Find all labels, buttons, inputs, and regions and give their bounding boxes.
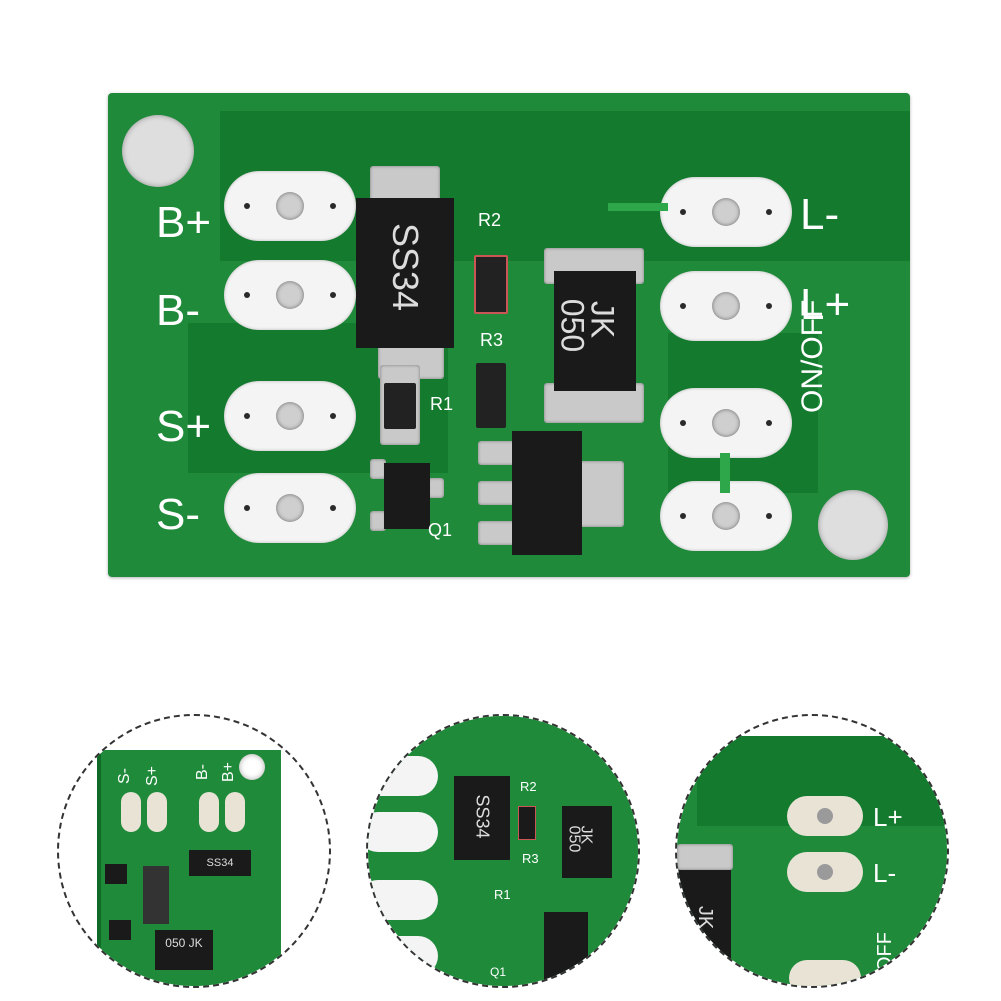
zoom-right-pad-l-plus [787,796,863,836]
zoom-middle-regulator [544,912,588,986]
zoom-left-label-b-plus: B+ [220,761,238,783]
pad-b-plus [224,171,356,241]
resistor-r3 [476,363,506,428]
zoom-left-resistor-array [143,866,169,924]
label-on-off: ON/OFF [796,299,829,413]
label-l-plus: L+ [800,280,851,329]
zoom-detail-right: L+ L- OFF JK [675,714,949,988]
resistor-r2 [474,255,508,314]
zoom-middle-q1: Q1 [490,965,507,979]
pad-l-plus [660,271,792,341]
q1-pin-bottom [370,511,386,531]
zoom-left-label-s-plus: S+ [144,765,162,787]
zoom-middle-pad-3 [368,880,438,920]
trace-switch [720,453,730,493]
mounting-hole-bottom-right [818,490,888,560]
zoom-left-pad-4 [225,792,245,832]
zoom-right-solder [677,844,733,870]
regulator-pin-3 [478,521,518,545]
pcb-board: B+ B- S+ S- L- L+ ON/OFF SS34 R2 R3 R1 Q… [108,93,910,577]
zoom-middle-r3: R3 [522,851,539,866]
zoom-right-label-off: OFF [874,932,896,972]
zoom-middle-shunt: JK 050 [562,806,612,878]
regulator-tab [578,461,624,527]
zoom-left-pad-2 [147,792,167,832]
zoom-left-label-b-minus: B- [194,764,211,780]
zoom-middle-pad-2 [368,812,438,852]
zoom-left-label-s-minus: S- [116,768,133,784]
diode-marking: SS34 [385,222,426,312]
zoom-detail-middle: SS34 R2 R3 R1 Q1 JK 050 [366,714,640,988]
pad-s-plus [224,381,356,451]
zoom-right-pad-3 [789,960,861,986]
zoom-middle-resistor-r2 [518,806,536,840]
label-r3: R3 [480,330,504,350]
zoom-right-label-l-minus: L- [873,858,897,888]
regulator-ic [512,431,582,555]
label-b-minus: B- [156,286,200,335]
zoom-right-shunt-text: JK [694,905,717,930]
zoom-middle-diode-marking: SS34 [472,794,493,839]
label-s-plus: S+ [156,402,212,451]
zoom-middle-pad-1 [368,756,438,796]
diode-ss34: SS34 [356,198,454,348]
shunt-marking-050: 050 [554,298,591,353]
label-r2: R2 [478,210,502,230]
zoom-left-diode: SS34 [189,850,251,876]
zoom-left-shunt-line2: JK [188,936,203,950]
mounting-hole-top-left [122,115,194,187]
zoom-middle-r2: R2 [520,779,537,794]
label-b-plus: B+ [156,198,212,247]
zoom-left-pad-1 [121,792,141,832]
pad-s-minus [224,473,356,543]
label-s-minus: S- [156,490,200,539]
label-l-minus: L- [800,190,840,239]
zoom-middle-shunt-line2: 050 [565,825,583,853]
zoom-right-pad-l-minus [787,852,863,892]
zoom-left-shunt: 050 JK [155,930,213,970]
q1-pin-right [428,478,444,498]
q1-pin-top [370,459,386,479]
zoom-middle-r1: R1 [494,887,511,902]
regulator-pin-2 [478,481,518,505]
zoom-left-pad-3 [199,792,219,832]
resistor-r1 [384,383,416,429]
pad-switch-1 [660,388,792,458]
zoom-detail-left: S- S+ B- B+ SS34 050 JK [57,714,331,988]
label-r1: R1 [430,394,454,414]
regulator-pin-1 [478,441,518,465]
transistor-q1 [384,463,430,529]
zoom-left-transistor-1 [105,864,127,884]
zoom-right-shunt-partial: JK [677,866,731,976]
label-q1: Q1 [428,520,453,540]
zoom-left-hole [239,754,265,780]
trace-top [608,203,668,211]
shunt-resistor-jk050: JK 050 [554,271,636,391]
zoom-middle-diode: SS34 [454,776,510,860]
pad-l-minus [660,177,792,247]
zoom-right-label-l-plus: L+ [873,802,903,832]
pad-b-minus [224,260,356,330]
zoom-left-shunt-line1: 050 [165,936,186,950]
zoom-middle-pad-4 [368,936,438,976]
zoom-left-transistor-2 [109,920,131,940]
